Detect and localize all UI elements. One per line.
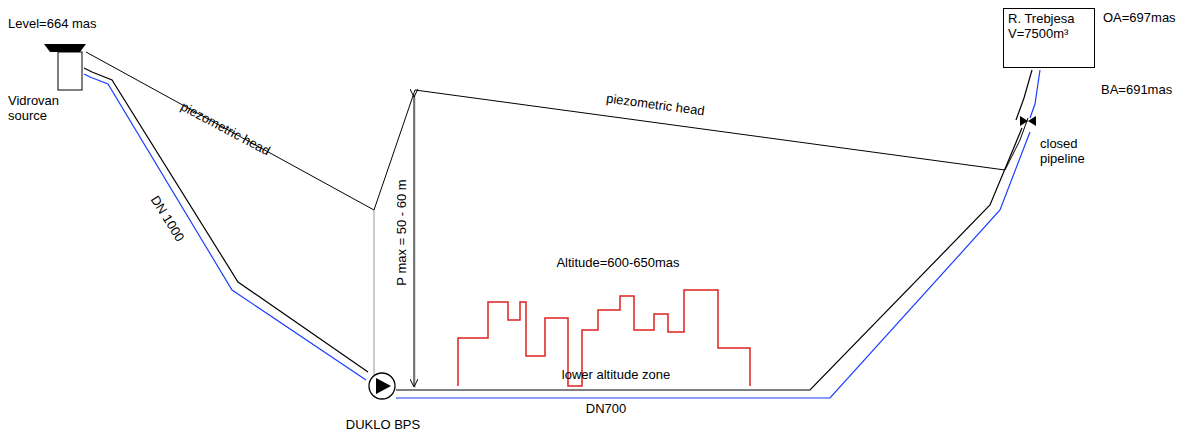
annotation-label: Vidrovan source <box>8 93 68 123</box>
annotation-label: DN700 <box>586 401 626 416</box>
annotation-label: DN 1000 <box>148 192 188 243</box>
pipe-line <box>396 128 1022 390</box>
annotation-label: Level=664 mas <box>8 16 97 31</box>
pipe-line <box>1016 70 1032 120</box>
annotation-label: OA=697mas <box>1103 10 1176 25</box>
annotation-label: P max = 50 - 60 m <box>394 179 409 285</box>
source-shaft <box>58 52 82 90</box>
guide-line <box>415 92 416 388</box>
reservoir-text: R. Trebjesa <box>1008 11 1090 26</box>
building-outline <box>458 290 750 386</box>
piezometric-line <box>86 52 1028 210</box>
pipe-line <box>84 74 366 380</box>
annotation-label: Altitude=600-650mas <box>556 255 679 270</box>
pipe-line <box>396 132 1030 398</box>
source-cap <box>44 44 86 52</box>
valve-symbol <box>1020 116 1036 126</box>
guide-line <box>374 210 375 376</box>
annotation-label: DUKLO BPS <box>346 417 420 432</box>
pipe-line <box>84 68 368 372</box>
reservoir-box: R. TrebjesaV=7500m³ <box>1003 8 1095 68</box>
pump-symbol <box>369 373 395 399</box>
dimension-arrow <box>414 96 415 386</box>
reservoir-text: V=7500m³ <box>1008 26 1090 41</box>
annotation-label: piezometric head <box>605 90 705 118</box>
pump-symbol <box>376 378 391 394</box>
annotation-label: BA=691mas <box>1101 82 1172 97</box>
annotation-label: closed pipeline <box>1040 136 1100 166</box>
annotation-label: lower altitude zone <box>562 367 670 382</box>
pipe-line <box>1030 70 1040 118</box>
annotation-label: piezometric head <box>178 98 272 158</box>
